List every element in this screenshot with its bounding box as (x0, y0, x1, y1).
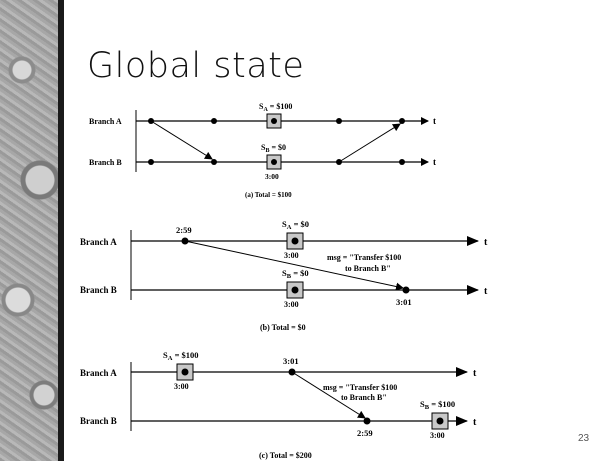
message-arrow (338, 123, 401, 163)
diagram-b: Branch A Branch B t t 2:59 3:01 SA = $0 … (80, 219, 488, 332)
snapshot-time: 3:00 (430, 431, 445, 440)
message-arrow (184, 240, 404, 291)
receive-event-dot (363, 417, 371, 425)
event-dot (148, 159, 154, 165)
snapshot-dot (271, 159, 277, 165)
event-dot (211, 118, 217, 124)
branch-b-label: Branch B (89, 158, 122, 167)
event-dot (336, 118, 342, 124)
message-arrow (291, 371, 366, 419)
sidebar-divider (58, 0, 64, 461)
branch-a-label: Branch A (89, 117, 122, 126)
state-b-label: SB = $0 (282, 268, 309, 280)
message-label: msg = "Transfer $100 (327, 253, 401, 262)
snapshot-time: 3:00 (174, 382, 189, 391)
decorative-gear-sidebar (0, 0, 58, 461)
message-label: to Branch B" (341, 393, 387, 402)
message-arrow (150, 120, 213, 160)
state-a-label: SA = $0 (282, 219, 309, 231)
slide-number: 23 (578, 433, 590, 444)
receive-time: 3:01 (396, 297, 412, 307)
slide-title: Global state (87, 46, 305, 86)
event-dot (211, 159, 217, 165)
caption-c: (c) Total = $200 (259, 451, 312, 460)
snapshot-dot (291, 237, 299, 245)
diagram-c: Branch A Branch B t t SA = $100 3:00 3:0… (80, 350, 477, 460)
event-dot (399, 118, 405, 124)
state-b-label: SB = $100 (420, 399, 455, 411)
snapshot-time: 3:00 (265, 172, 279, 181)
snapshot-dot (436, 417, 444, 425)
event-dot (399, 159, 405, 165)
time-axis-label: t (484, 237, 488, 248)
caption-b: (b) Total = $0 (260, 323, 306, 332)
message-label: msg = "Transfer $100 (323, 383, 397, 392)
time-axis-label: t (473, 417, 477, 428)
send-time: 3:01 (283, 356, 299, 366)
snapshot-time: 3:00 (284, 300, 299, 309)
state-a-label: SA = $100 (163, 350, 199, 362)
state-b-label: SB = $0 (261, 143, 286, 154)
receive-time: 2:59 (357, 428, 373, 438)
snapshot-dot (271, 118, 277, 124)
time-axis-label: t (433, 157, 436, 167)
branch-b-label: Branch B (80, 416, 117, 426)
message-label: to Branch B" (345, 264, 391, 273)
diagram-a: Branch A Branch B t t SA = $100 SB = $0 … (89, 102, 436, 199)
time-axis-label: t (473, 368, 477, 379)
branch-a-label: Branch A (80, 237, 117, 247)
receive-event-dot (402, 286, 410, 294)
branch-b-label: Branch B (80, 285, 117, 295)
send-time: 2:59 (176, 225, 192, 235)
snapshot-dot (181, 368, 189, 376)
time-axis-label: t (433, 116, 436, 126)
branch-a-label: Branch A (80, 368, 117, 378)
state-a-label: SA = $100 (259, 102, 292, 113)
time-axis-label: t (484, 286, 488, 297)
caption-a: (a) Total = $100 (245, 191, 292, 199)
snapshot-time: 3:00 (284, 251, 299, 260)
snapshot-dot (291, 286, 299, 294)
